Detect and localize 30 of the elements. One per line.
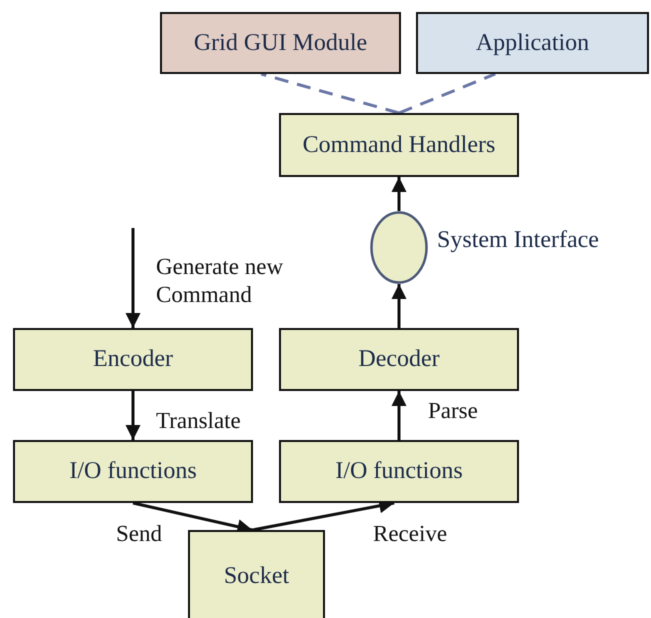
edge-label: Parse — [428, 397, 478, 425]
box-label: Encoder — [93, 346, 173, 373]
box-label: I/O functions — [69, 458, 197, 485]
edge-label: Receive — [373, 520, 448, 548]
process-box — [279, 440, 519, 503]
box-label: Command Handlers — [302, 132, 496, 158]
edge-label: Generate new Command — [156, 253, 284, 308]
process-box — [416, 12, 649, 74]
box-label: I/O functions — [335, 458, 463, 485]
process-box — [279, 113, 519, 177]
box-label: Grid GUI Module — [194, 30, 368, 56]
edge-label: Translate — [156, 407, 241, 435]
node-caption: System Interface — [437, 226, 599, 255]
arrow — [392, 284, 406, 328]
box-label: Application — [476, 30, 590, 56]
process-box — [160, 12, 401, 74]
process-box — [188, 530, 325, 618]
arrow — [126, 391, 140, 440]
arrow — [392, 391, 406, 440]
dashed-connector — [260, 72, 400, 114]
arrow — [126, 228, 140, 328]
box-label: Decoder — [358, 346, 440, 373]
box-label: Socket — [224, 562, 290, 590]
process-box — [13, 328, 253, 391]
edge-label: Send — [116, 520, 162, 548]
process-box — [13, 440, 253, 503]
dashed-connector — [398, 72, 496, 114]
arrow — [392, 177, 406, 211]
interface-circle — [370, 211, 428, 284]
process-box — [279, 328, 519, 391]
